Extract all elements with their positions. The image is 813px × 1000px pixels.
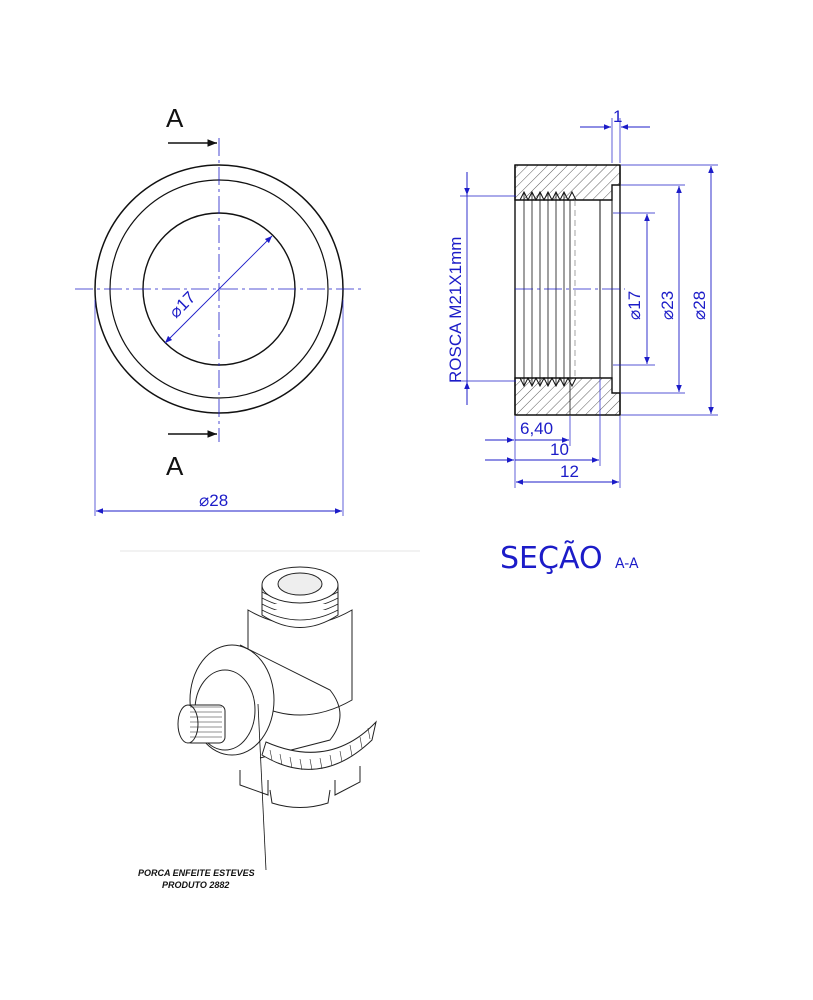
depth-12-label: 12: [560, 462, 579, 481]
iso-stem-end: [177, 704, 199, 744]
section-title-suffix: A-A: [615, 556, 639, 572]
section-title-main: SEÇÃO: [500, 540, 603, 576]
section-label-bottom: A: [166, 451, 184, 481]
dim-line-diameter-17: [164, 235, 273, 344]
iso-base: [239, 766, 361, 796]
section-label-top: A: [166, 103, 184, 133]
iso-stem-splines: [190, 706, 222, 738]
svg-text:⌀17: ⌀17: [165, 288, 199, 322]
dim-1-label: 1: [613, 107, 622, 126]
iso-knurled-nut: [261, 720, 377, 770]
diameter-symbol: ⌀: [199, 491, 209, 510]
section-view: 1 ROSCA M21X1mm ⌀17 ⌀23 ⌀28: [446, 107, 718, 488]
front-view: A A ⌀17 ⌀28: [75, 103, 365, 516]
depth-10-label: 10: [550, 440, 569, 459]
diameter-symbol: ⌀: [690, 310, 709, 320]
dia-23-label: ⌀23: [658, 291, 677, 320]
dia-17-value: 17: [625, 291, 644, 310]
diameter-28-value: 28: [209, 491, 228, 510]
isometric-view: [120, 550, 420, 808]
thread-label: ROSCA M21X1mm: [446, 237, 465, 383]
dia-28-label: ⌀28: [690, 291, 709, 320]
diameter-17-label: ⌀17: [165, 288, 199, 322]
diameter-28-label: ⌀28: [199, 491, 228, 510]
section-title: SEÇÃO A-A: [500, 540, 639, 576]
diameter-symbol: ⌀: [658, 310, 677, 320]
note-leader: [257, 703, 267, 871]
iso-knurl-marks: [269, 727, 371, 771]
dia-17-label: ⌀17: [625, 291, 644, 320]
dia-28-value: 28: [690, 291, 709, 310]
note-line-2: PRODUTO 2882: [162, 880, 229, 890]
iso-side-connection: [239, 644, 341, 759]
iso-bottom-thread: [269, 789, 331, 808]
note-line-1: PORCA ENFEITE ESTEVES: [138, 868, 255, 878]
dia-23-value: 23: [658, 291, 677, 310]
iso-top-bore: [277, 572, 323, 596]
depth-640-label: 6,40: [520, 419, 553, 438]
diameter-symbol: ⌀: [625, 310, 644, 320]
